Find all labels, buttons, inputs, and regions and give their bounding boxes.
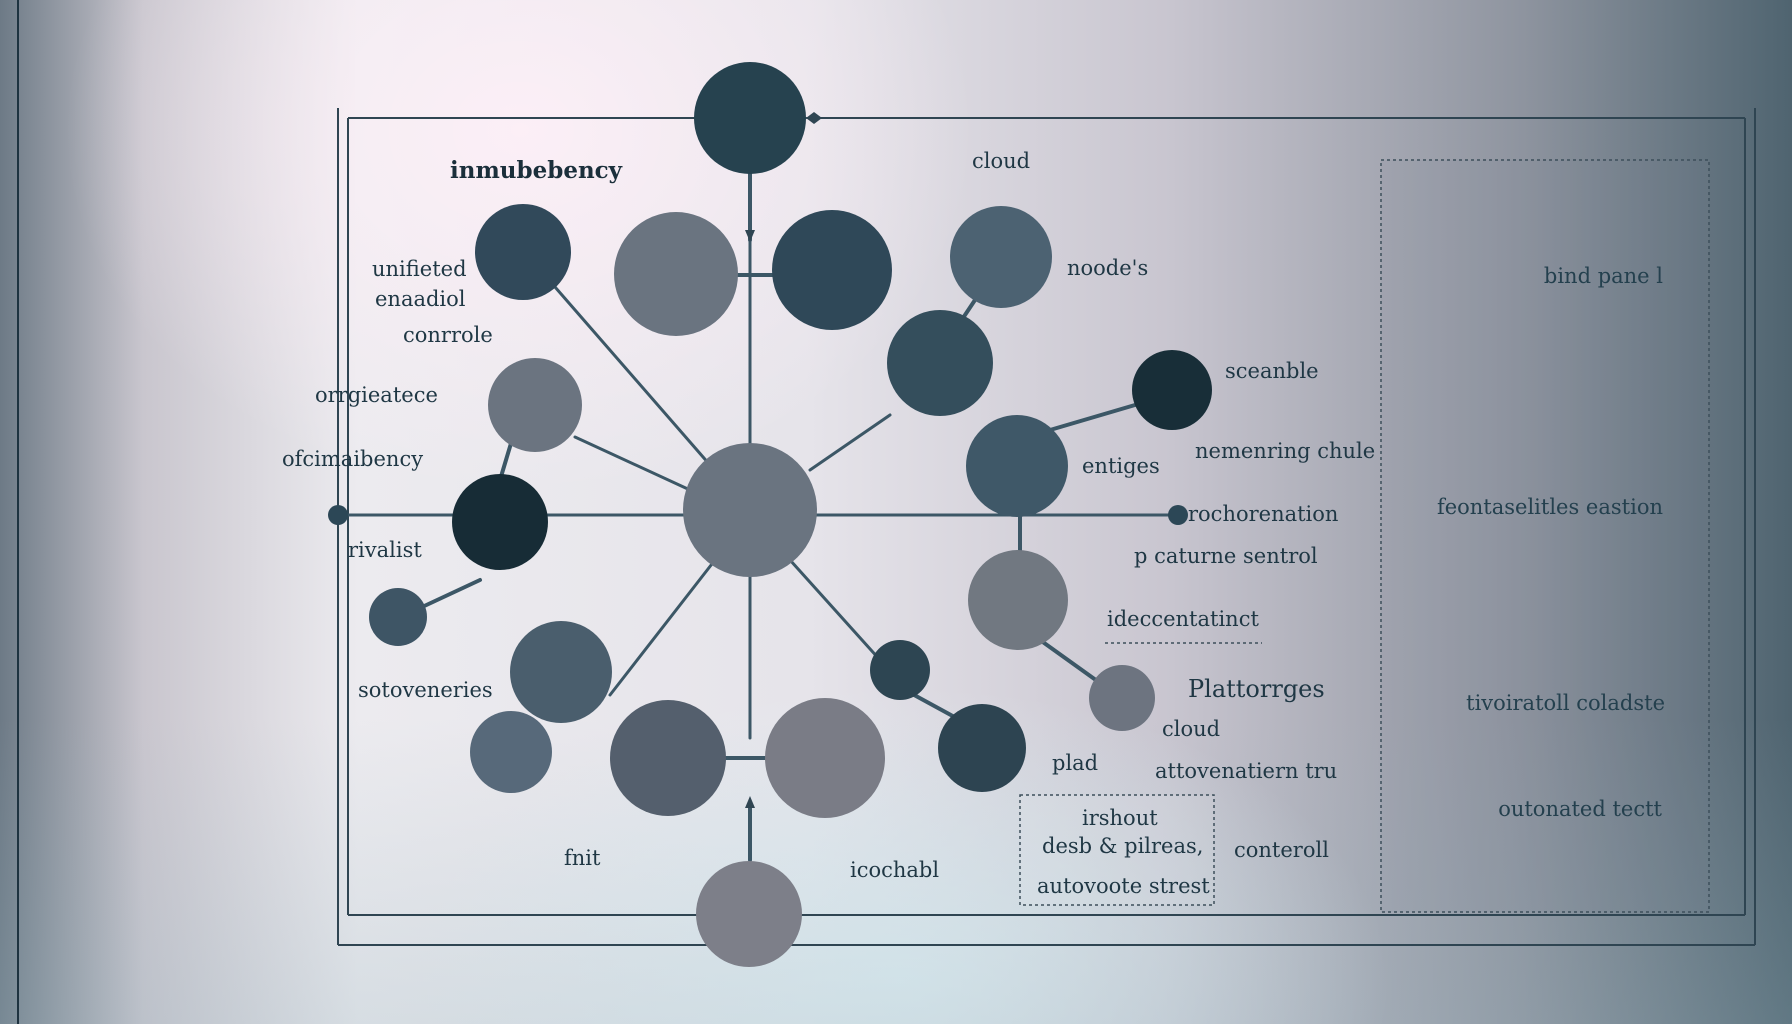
label-nodes: noode's bbox=[1067, 256, 1148, 280]
node-right-lower[interactable] bbox=[968, 550, 1068, 650]
side-panel-item-3: outonated tectt bbox=[1498, 797, 1662, 821]
node-left-upper[interactable] bbox=[488, 358, 582, 452]
node-pair-right[interactable] bbox=[772, 210, 892, 330]
label-attovenaiern-tru: attovenatiern tru bbox=[1155, 759, 1337, 783]
link-hub-ul bbox=[553, 285, 712, 467]
link-left-up bbox=[498, 438, 514, 482]
node-far-lower-left[interactable] bbox=[470, 711, 552, 793]
side-panel-box bbox=[1380, 159, 1710, 913]
label-entiges: entiges bbox=[1082, 454, 1160, 478]
label-cloud-lower: cloud bbox=[1162, 717, 1220, 741]
node-left-dark[interactable] bbox=[452, 474, 548, 570]
top-link-tip bbox=[806, 112, 822, 124]
node-bottom-pair-left[interactable] bbox=[610, 700, 726, 816]
label-autovoote-strest: autovoote strest bbox=[1037, 874, 1210, 898]
label-desb-pilreas: desb & pilreas, bbox=[1042, 834, 1203, 858]
node-bottom[interactable] bbox=[696, 861, 802, 967]
node-left-small[interactable] bbox=[369, 588, 427, 646]
node-dark-right[interactable] bbox=[1132, 350, 1212, 430]
node-top[interactable] bbox=[694, 62, 806, 174]
label-plattorges: Plattorrges bbox=[1188, 675, 1325, 703]
label-nemenring-chule: nemenring chule bbox=[1195, 439, 1375, 463]
label-cloud-top: cloud bbox=[972, 149, 1030, 173]
frame-lines bbox=[17, 0, 1756, 1024]
node-pair-left[interactable] bbox=[614, 212, 738, 336]
label-inmubebency: inmubebency bbox=[450, 157, 623, 184]
link-hub-left bbox=[573, 435, 692, 492]
label-rochorenation: rochorenation bbox=[1188, 502, 1338, 526]
label-ofcimaibency: ofcimaibency bbox=[282, 447, 423, 471]
label-p-caturne-sentrol: p caturne sentrol bbox=[1134, 544, 1318, 568]
label-fnit: fnit bbox=[564, 846, 601, 870]
node-lower-right[interactable] bbox=[938, 704, 1026, 792]
label-plad: plad bbox=[1052, 751, 1098, 775]
side-panel: bind pane l feontaselitles eastion tivoi… bbox=[1437, 264, 1665, 821]
label-sceanble: sceanble bbox=[1225, 359, 1319, 383]
label-orgieatece: orrgieatece bbox=[315, 383, 438, 407]
label-sotoveneries: sotoveneries bbox=[358, 678, 493, 702]
note-box bbox=[1019, 794, 1215, 906]
link-right-small bbox=[1038, 638, 1102, 685]
label-irshout: irshout bbox=[1082, 806, 1158, 830]
node-hub[interactable] bbox=[683, 443, 817, 577]
node-right-small[interactable] bbox=[1089, 665, 1155, 731]
arrow-down bbox=[745, 230, 755, 242]
label-icochabl: icochabl bbox=[850, 858, 939, 882]
node-lower-left[interactable] bbox=[510, 621, 612, 723]
label-enaadiol: enaadiol bbox=[375, 287, 466, 311]
side-panel-title: bind pane l bbox=[1544, 264, 1663, 288]
node-upper-left[interactable] bbox=[475, 204, 571, 300]
label-rivalist: rivalist bbox=[348, 538, 422, 562]
link-hub-lr bbox=[788, 558, 882, 662]
label-conteroll: conteroll bbox=[1234, 838, 1329, 862]
arrow-up bbox=[745, 796, 755, 808]
left-endpoint-dot bbox=[328, 505, 348, 525]
nodes bbox=[369, 62, 1212, 967]
node-small-dark[interactable] bbox=[870, 640, 930, 700]
right-endpoint-dot bbox=[1168, 505, 1188, 525]
label-unifieted: unifieted bbox=[372, 257, 467, 281]
node-upper-right[interactable] bbox=[950, 206, 1052, 308]
label-conrole: conrrole bbox=[403, 323, 493, 347]
node-right-upper[interactable] bbox=[887, 310, 993, 416]
node-right-mid[interactable] bbox=[966, 415, 1068, 517]
side-panel-item-1: feontaselitles eastion bbox=[1437, 495, 1663, 519]
node-bottom-pair-right[interactable] bbox=[765, 698, 885, 818]
diagram-labels: inmubebency cloud unifieted enaadiol con… bbox=[282, 149, 1375, 898]
link-hub-ur bbox=[808, 413, 892, 472]
link-dark-right bbox=[1048, 403, 1137, 432]
link-left-small bbox=[418, 578, 482, 610]
link-hub-ll bbox=[608, 558, 717, 697]
side-panel-item-2: tivoiratoll coladste bbox=[1466, 691, 1665, 715]
label-ideccentatinct: ideccentatinct bbox=[1107, 607, 1259, 631]
